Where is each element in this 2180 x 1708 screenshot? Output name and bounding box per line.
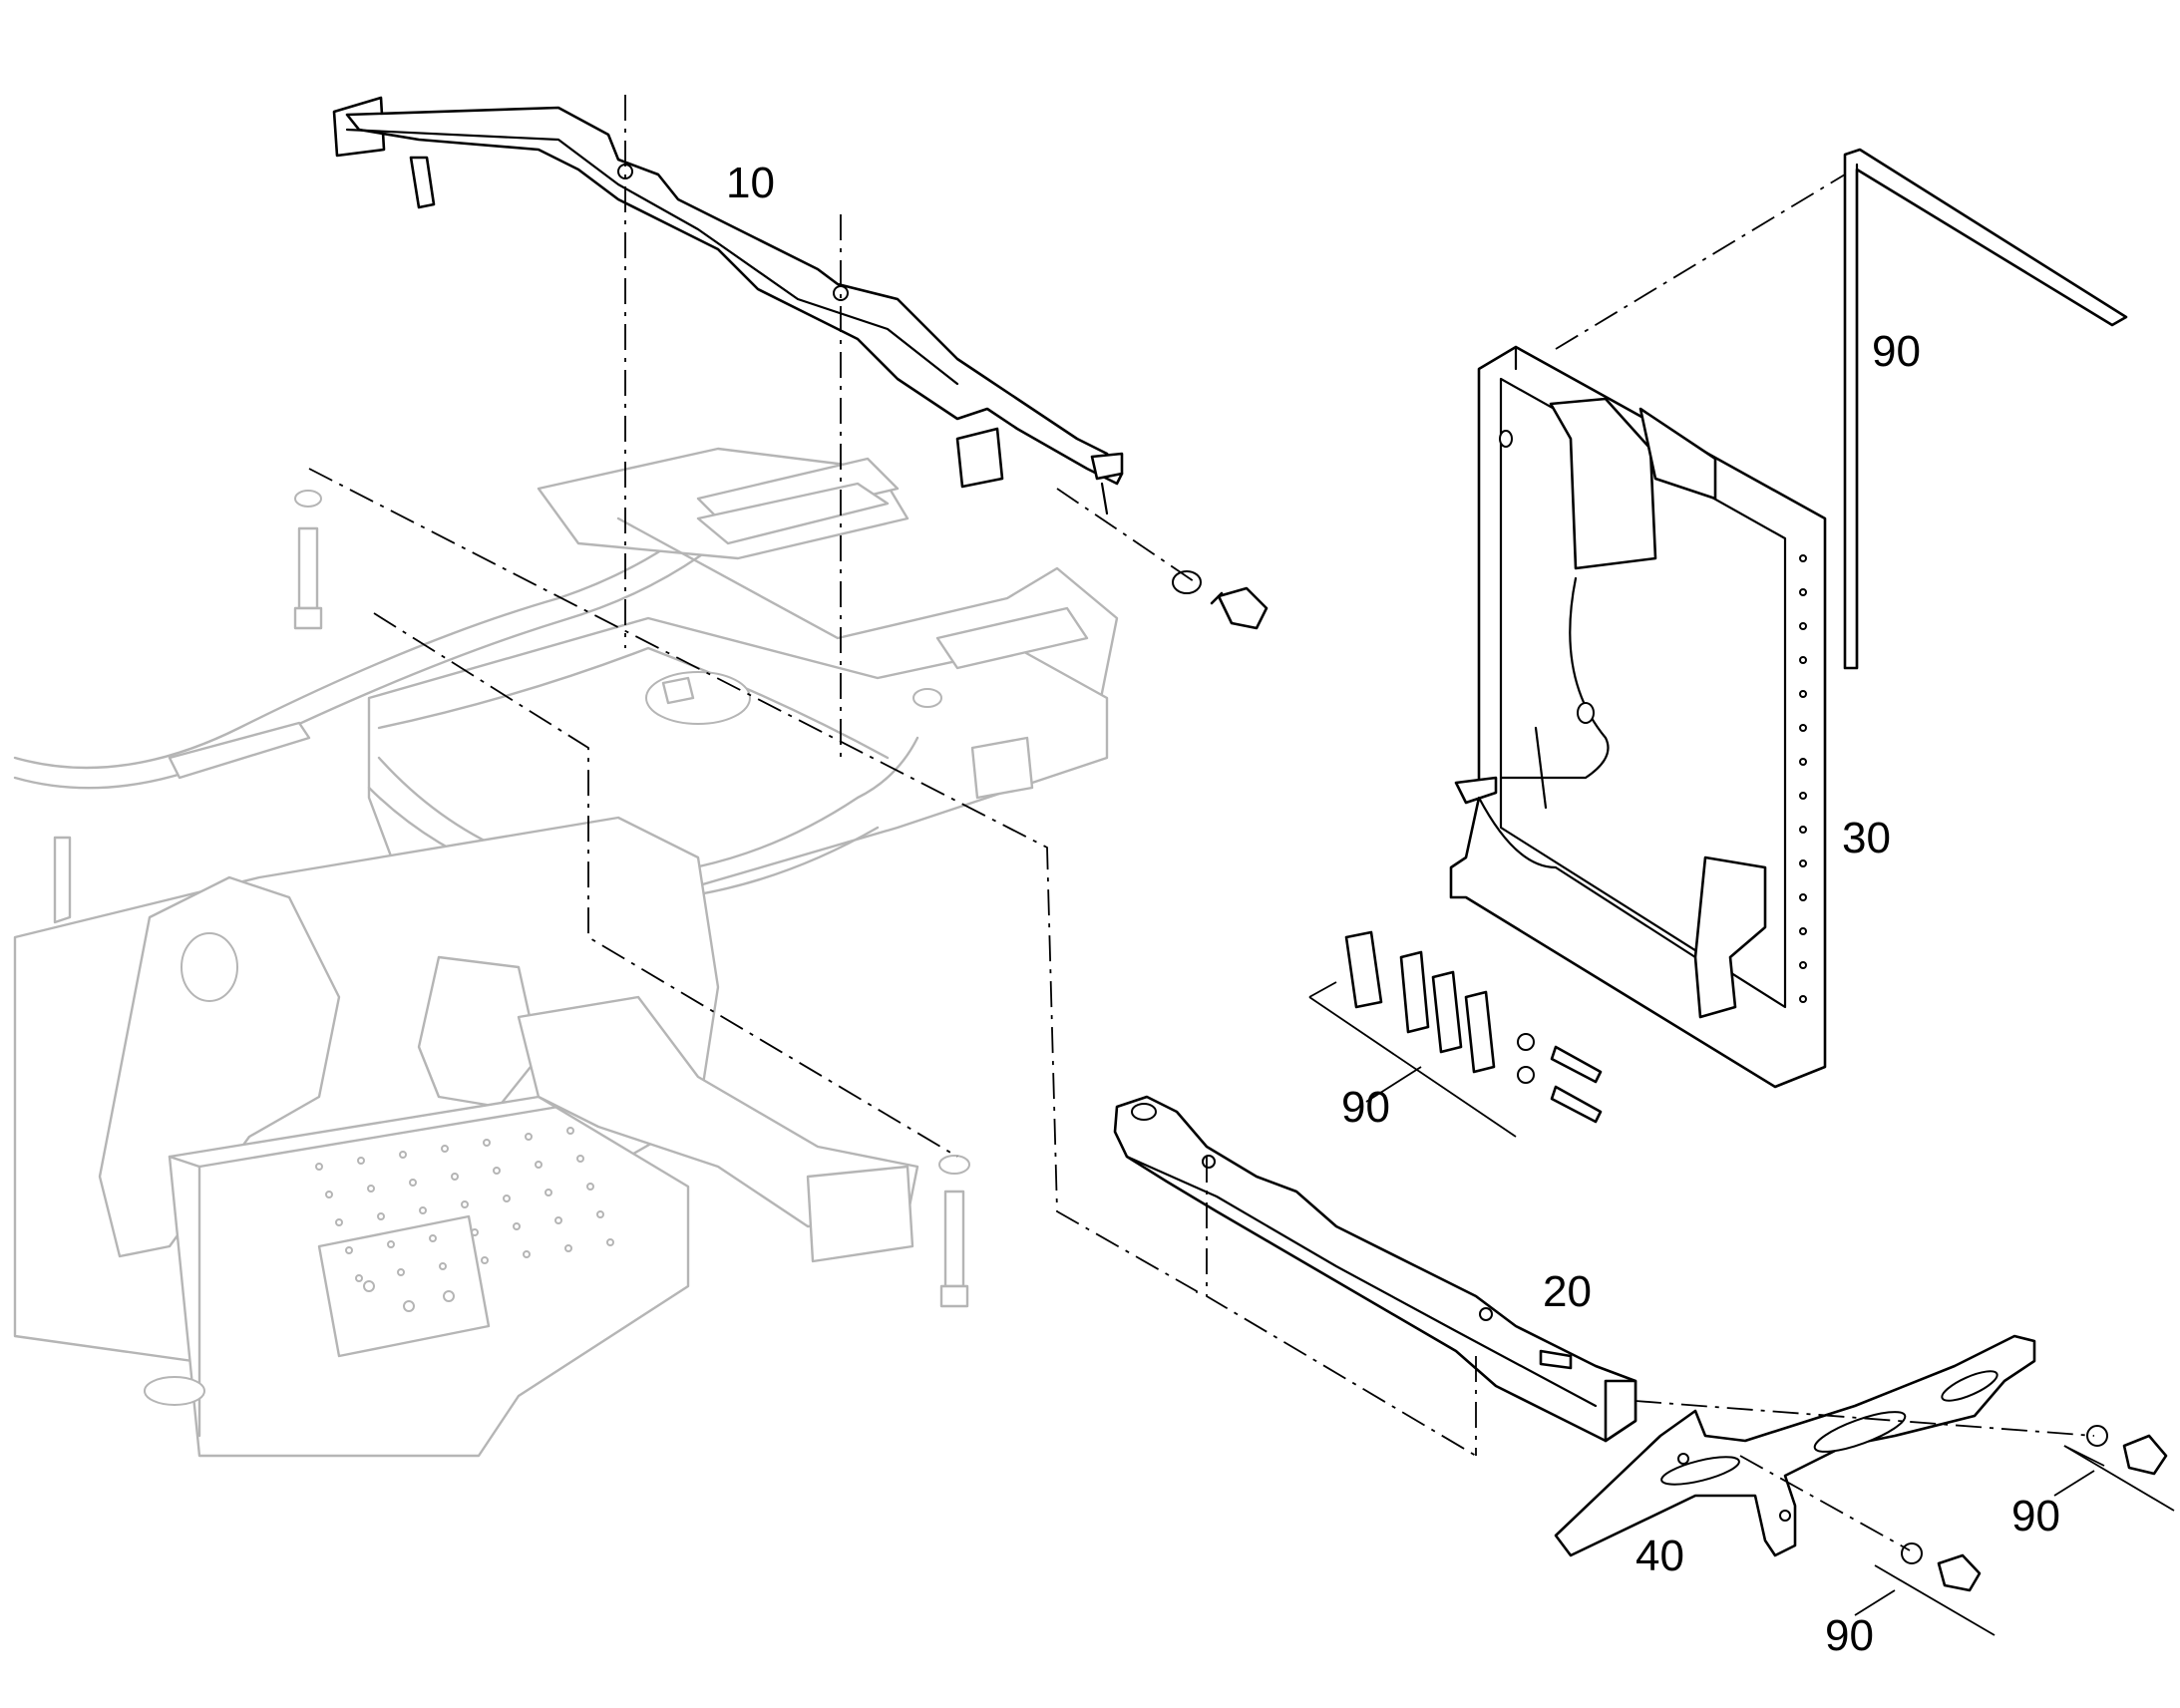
part-90-spacer-kit — [1344, 930, 1603, 1124]
deck-hole — [564, 1244, 572, 1252]
explosion-center-lines — [308, 95, 2095, 1551]
deck-hole — [503, 1195, 511, 1202]
deck-hole — [545, 1189, 552, 1196]
part-90-bolt-right — [2086, 1425, 2168, 1476]
frame-rivet-hole — [1799, 588, 1807, 596]
deck-hole — [513, 1222, 521, 1230]
callout-90-lower-bolt: 90 — [1825, 1611, 1874, 1660]
deck-hole — [554, 1216, 562, 1224]
part-30-rear-frame — [1449, 345, 1827, 1089]
deck-hole — [429, 1234, 437, 1242]
deck-hole — [451, 1173, 459, 1181]
deck-hole-pattern — [315, 1127, 614, 1282]
callout-90-spacer-kit: 90 — [1341, 1083, 1390, 1132]
deck-hole — [471, 1228, 479, 1236]
callout-90-right-bolt: 90 — [2011, 1492, 2060, 1540]
callout-20: 20 — [1543, 1267, 1592, 1316]
deck-hole — [367, 1185, 375, 1193]
deck-hole — [566, 1127, 574, 1135]
callout-10: 10 — [726, 159, 775, 207]
deck-hole — [483, 1139, 491, 1147]
part-90-bolt-lower — [1901, 1542, 1982, 1592]
deck-hole — [387, 1240, 395, 1248]
deck-hole — [345, 1246, 353, 1254]
frame-rivet-hole — [1799, 758, 1807, 766]
callout-90-profile: 90 — [1872, 327, 1921, 376]
deck-hole — [409, 1179, 417, 1187]
frame-rivet-hole — [1799, 961, 1807, 969]
part-10-top-crossbar — [332, 96, 1124, 515]
frame-rivet-hole — [1799, 690, 1807, 698]
deck-hole — [525, 1133, 533, 1141]
deck-hole — [325, 1191, 333, 1198]
frame-rivet-holes — [1799, 554, 1807, 1003]
deck-hole — [586, 1183, 594, 1191]
frame-rivet-hole — [1799, 656, 1807, 664]
deck-hole — [481, 1256, 489, 1264]
part-90-bolt-top — [1172, 570, 1269, 630]
callout-40: 40 — [1635, 1532, 1684, 1580]
deck-hole — [576, 1155, 584, 1163]
deck-hole — [606, 1238, 614, 1246]
chassis-bolt-right — [938, 1155, 970, 1308]
chassis-frame-assembly — [13, 447, 1119, 1458]
deck-hole — [419, 1206, 427, 1214]
callout-leaders — [1308, 981, 2175, 1636]
deck-hole — [461, 1200, 469, 1208]
deck-hole — [441, 1145, 449, 1153]
frame-rivet-hole — [1799, 622, 1807, 630]
deck-hole — [596, 1210, 604, 1218]
deck-hole — [357, 1157, 365, 1165]
deck-hole — [399, 1151, 407, 1159]
part-40-side-bracket — [1554, 1334, 2036, 1557]
frame-rivet-hole — [1799, 724, 1807, 732]
deck-hole — [523, 1250, 531, 1258]
frame-rivet-hole — [1799, 893, 1807, 901]
callout-labels: 10 20 30 40 90 90 90 90 — [726, 159, 2060, 1660]
deck-hole — [355, 1274, 363, 1282]
deck-hole — [535, 1161, 543, 1169]
deck-hole — [493, 1167, 501, 1175]
frame-rivet-hole — [1799, 995, 1807, 1003]
callout-30: 30 — [1842, 814, 1891, 862]
deck-hole — [397, 1268, 405, 1276]
deck-hole — [439, 1262, 447, 1270]
deck-hole — [335, 1218, 343, 1226]
deck-hole — [377, 1212, 385, 1220]
frame-rivet-hole — [1799, 554, 1807, 562]
frame-rivet-hole — [1799, 792, 1807, 800]
part-90-profile-strip — [1843, 148, 2128, 670]
frame-rivet-hole — [1799, 859, 1807, 867]
frame-rivet-hole — [1799, 927, 1807, 935]
frame-rivet-hole — [1799, 826, 1807, 834]
deck-hole — [315, 1163, 323, 1171]
chassis-bolt-left — [293, 490, 323, 630]
